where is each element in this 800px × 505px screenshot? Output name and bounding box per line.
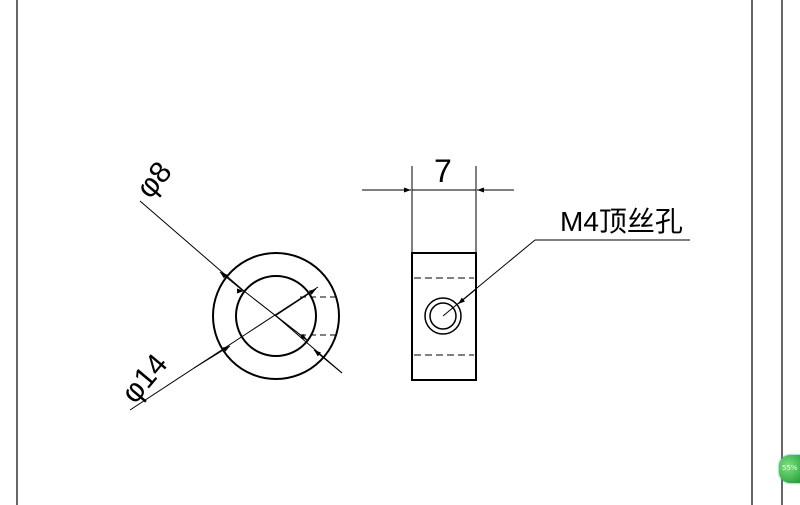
hole-note-label: M4顶丝孔: [560, 206, 683, 237]
d14-label: φ14: [115, 348, 174, 410]
d8-arrow-upper: [219, 271, 243, 291]
set-screw-hole-inner: [429, 302, 457, 330]
zoom-badge-text: 55%: [782, 464, 798, 472]
outer-circle: [212, 252, 340, 380]
d14-arrow-outer: [313, 349, 343, 374]
set-screw-hole-outer: [424, 297, 462, 335]
side-outline: [411, 252, 477, 381]
drawing-frame: [16, 0, 783, 505]
front-view: φ8 φ14: [115, 156, 343, 411]
d8-label: φ8: [130, 156, 179, 205]
hole-leader-line: [442, 239, 536, 317]
inner-circle: [235, 275, 317, 357]
hole-leader-arrow: [457, 289, 476, 305]
side-view: 7 M4顶丝孔: [362, 153, 690, 381]
d14-dimension-line: [245, 286, 319, 335]
d14-arrow-left: [193, 345, 231, 369]
d8-leader-line: [139, 200, 245, 292]
zoom-badge[interactable]: 55%: [779, 455, 800, 483]
width-label: 7: [434, 153, 452, 189]
d14-arrow-right: [274, 288, 317, 317]
